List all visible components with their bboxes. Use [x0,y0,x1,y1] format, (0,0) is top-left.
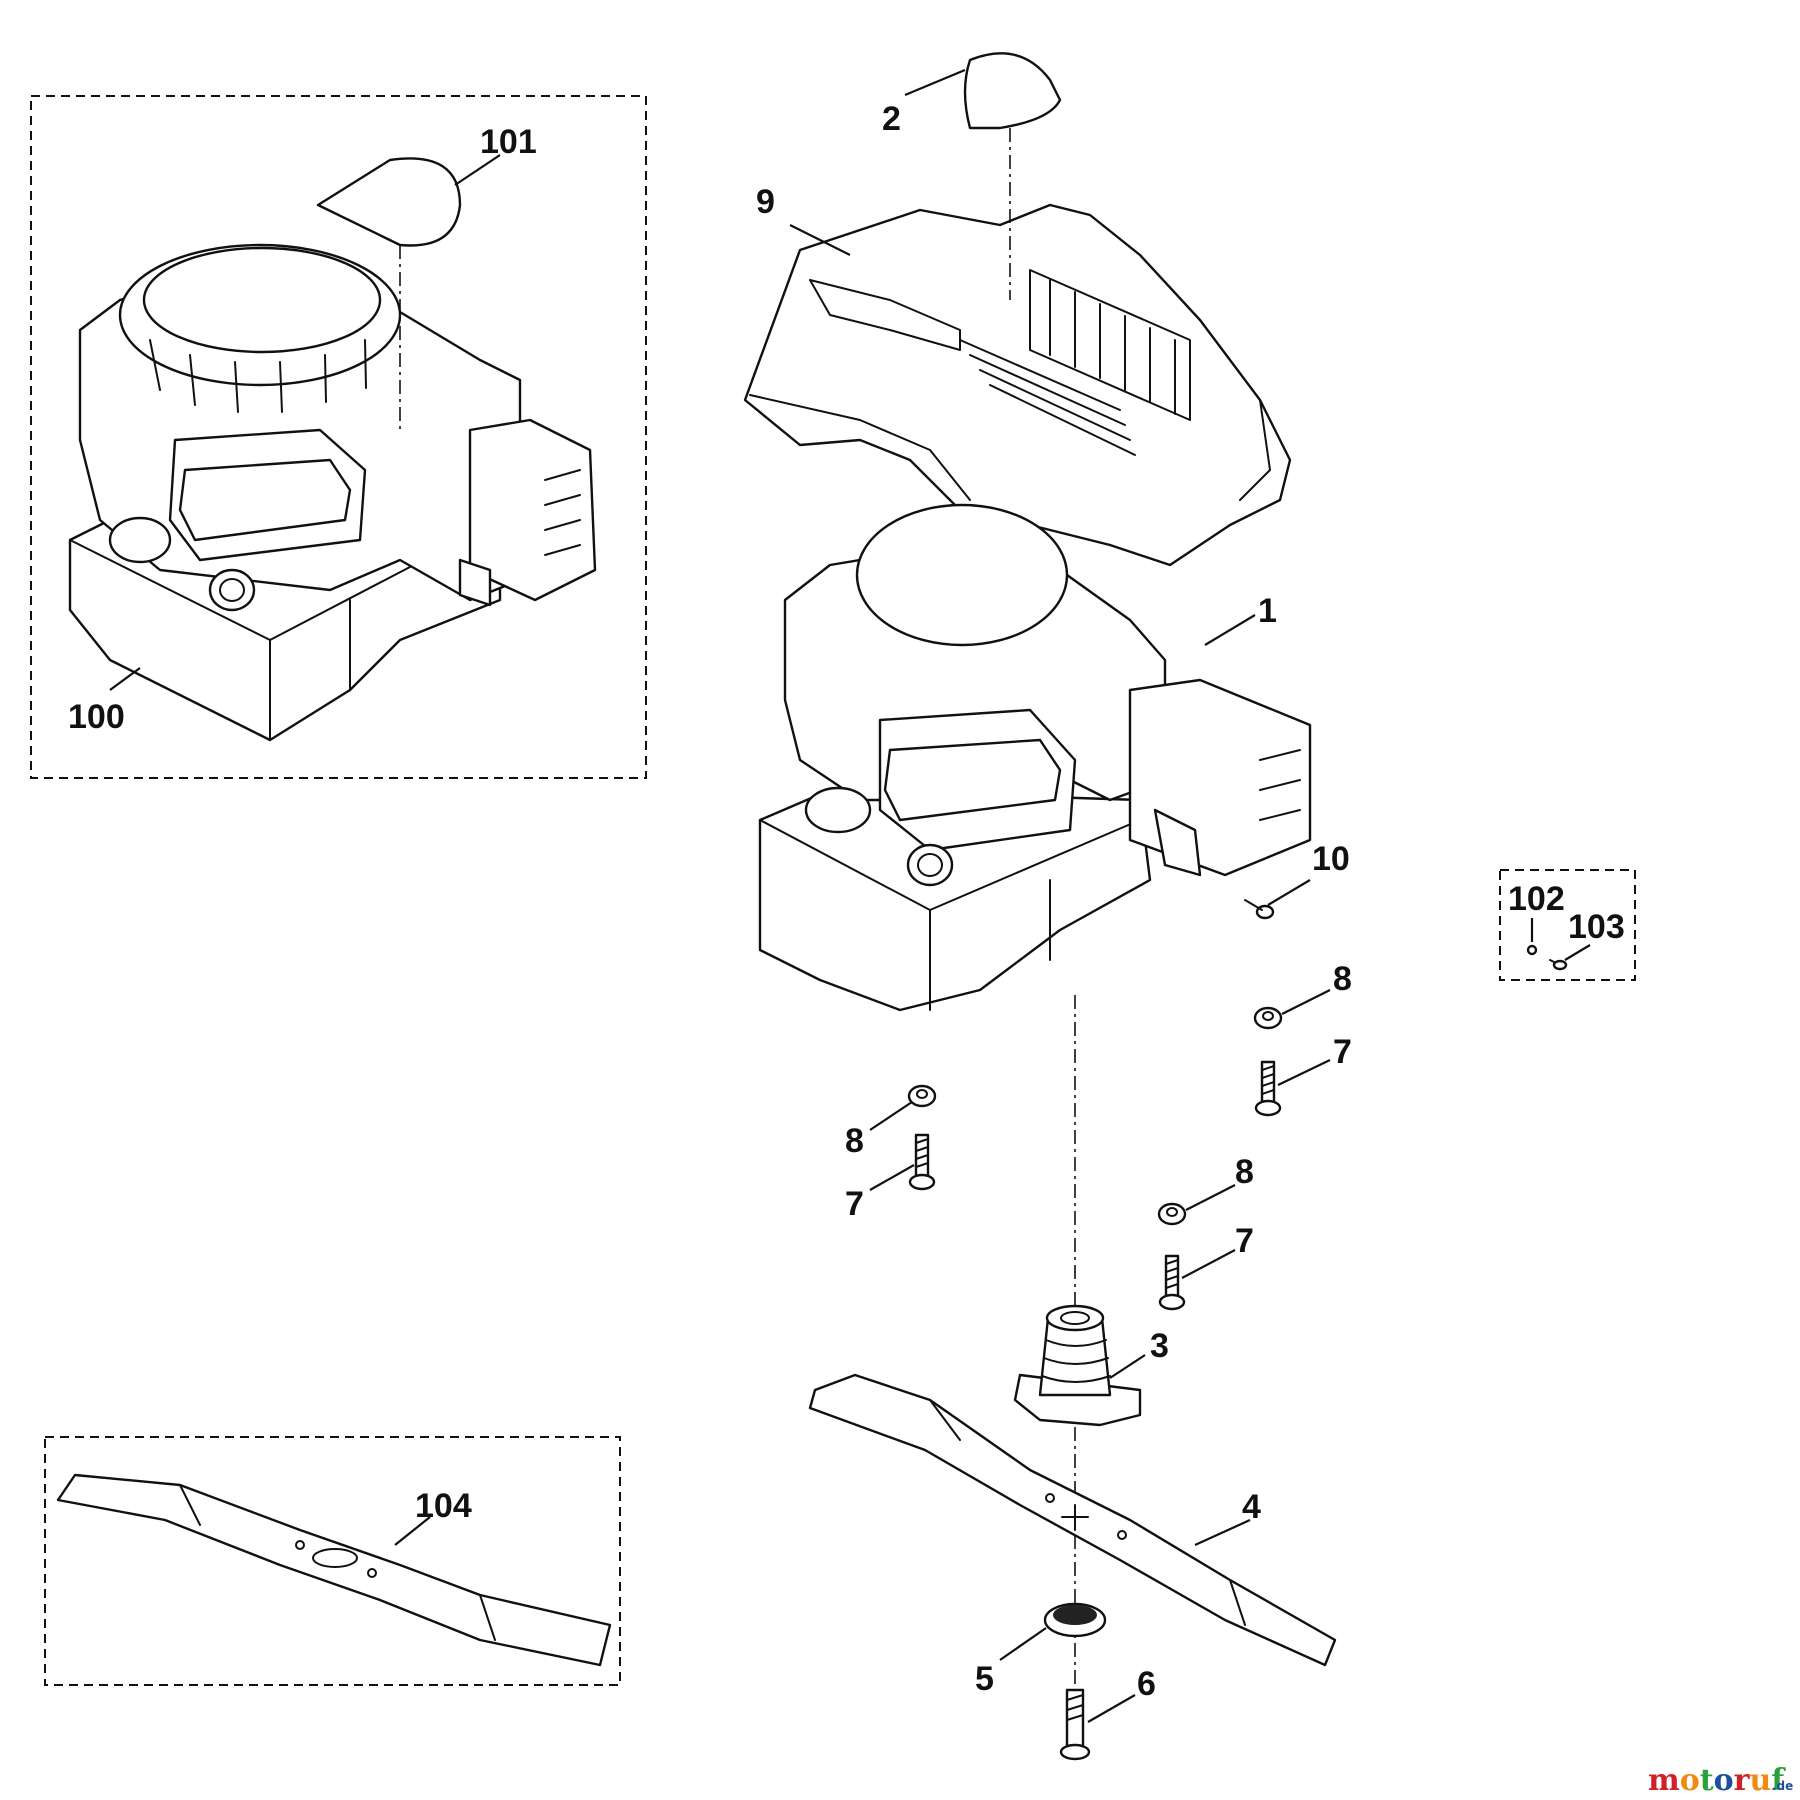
callout-8-centre: 8 [1235,1153,1254,1191]
blade-104 [56,1473,612,1667]
nut-8-centre [1157,1202,1187,1226]
callout-7-left: 7 [845,1185,864,1223]
callout-2: 2 [882,100,901,138]
wm-letter-t: t [1700,1763,1714,1798]
callout-3: 3 [1150,1327,1169,1365]
nut-8-left [907,1084,937,1108]
blower-housing-9 [743,203,1292,567]
leader-103 [1564,944,1591,961]
leader-1 [1204,614,1256,646]
leader-10 [1267,879,1311,906]
leader-8-centre [1185,1184,1236,1211]
callout-8-right: 8 [1333,960,1352,998]
leader-5 [999,1627,1047,1661]
svg-text:motoruf: motoruf [1648,1763,1786,1798]
group-box-102-103 [1499,869,1636,981]
wm-letter-r: r [1734,1763,1751,1798]
callout-7-centre: 7 [1235,1222,1254,1260]
callout-4: 4 [1242,1488,1261,1526]
wm-letter-o1: o [1680,1763,1700,1798]
leader-7-right [1277,1059,1331,1086]
wm-letter-f: f [1771,1763,1786,1798]
leader-101 [454,154,501,186]
leader-104 [394,1516,431,1546]
wm-letter-m: m [1648,1763,1680,1798]
callout-101: 101 [480,123,537,161]
engine-100 [68,243,597,742]
leader-6 [1087,1694,1136,1723]
engine-1 [758,503,1312,1012]
group-box-blade-104 [44,1436,621,1686]
wm-letter-o2: o [1714,1763,1734,1798]
bolt-7-centre [1158,1254,1186,1311]
leader-7-centre [1181,1249,1236,1279]
nut-8-right [1253,1006,1283,1030]
filter-cover-2 [963,52,1062,130]
leader-2 [904,68,966,97]
callout-6: 6 [1137,1665,1156,1703]
part-102 [1526,944,1538,956]
callout-104: 104 [415,1487,472,1525]
bolt-7-right [1254,1060,1282,1117]
leader-3 [1109,1354,1146,1379]
leader-8-right [1281,989,1331,1015]
blade-adapter-3 [1013,1304,1142,1427]
group-box-engine-100 [30,95,647,779]
callout-1: 1 [1258,592,1277,630]
filter-cover-101 [316,157,462,247]
blade-4 [808,1373,1337,1667]
callout-10: 10 [1312,840,1350,878]
bolt-7-left [908,1133,936,1191]
wm-letter-u: u [1749,1763,1771,1798]
washer-5 [1043,1602,1107,1638]
callout-5: 5 [975,1660,994,1698]
motoruf-watermark-logo: motoruf .de [1648,1763,1793,1798]
leader-8-left [869,1101,913,1131]
leader-7-left [869,1164,915,1191]
leader-4 [1194,1518,1251,1547]
leader-100 [109,667,141,691]
wm-suffix: .de [1772,1779,1793,1793]
callout-8-left: 8 [845,1122,864,1160]
leader-9 [789,224,851,256]
callout-103: 103 [1568,908,1625,946]
callout-102: 102 [1508,880,1565,918]
callout-9: 9 [756,183,775,221]
callout-7-right: 7 [1333,1033,1352,1071]
part-103 [1549,959,1568,971]
callout-100: 100 [68,698,125,736]
screw-10 [1244,899,1275,920]
bolt-6 [1059,1688,1091,1761]
